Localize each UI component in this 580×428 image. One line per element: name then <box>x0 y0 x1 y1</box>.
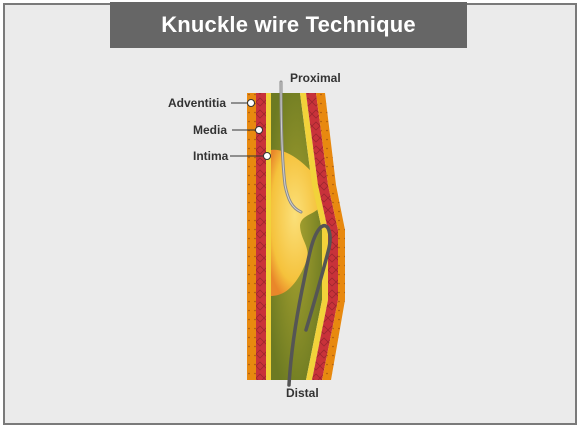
adventitia-label: Adventitia <box>168 96 226 110</box>
proximal-label: Proximal <box>290 71 341 85</box>
distal-label: Distal <box>286 386 319 400</box>
figure-title: Knuckle wire Technique <box>161 12 416 37</box>
media-callout: Media <box>193 123 263 137</box>
title-banner: Knuckle wire Technique <box>110 2 467 48</box>
intima-label: Intima <box>193 149 229 163</box>
intima-callout: Intima <box>193 149 271 163</box>
adventitia-callout: Adventitia <box>168 96 255 110</box>
left-vessel-wall <box>247 93 271 380</box>
right-intima-layer <box>300 93 328 380</box>
left-intima-layer <box>266 93 271 380</box>
right-vessel-wall <box>300 93 345 380</box>
knuckle-wire <box>287 224 332 387</box>
media-label: Media <box>193 123 227 137</box>
